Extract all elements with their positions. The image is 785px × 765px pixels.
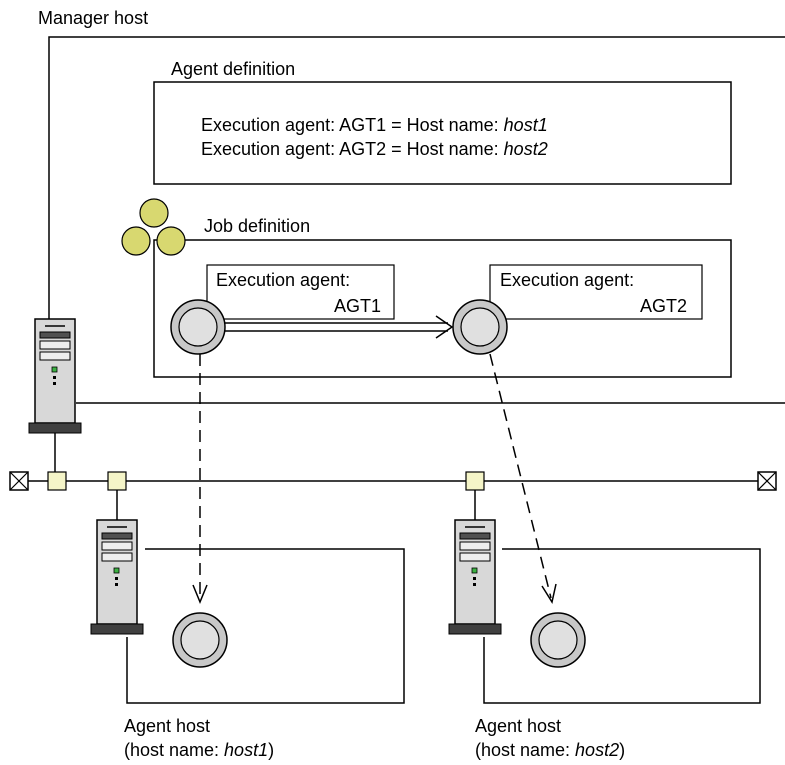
agent-host1-region: [126, 548, 405, 704]
job1-agent: AGT1: [334, 296, 382, 316]
agent-host1-label: Agent host: [124, 716, 211, 736]
job2-icon: [452, 299, 508, 355]
terminator-left-icon: [9, 471, 29, 491]
dispatch-arrow-2: [489, 353, 557, 604]
manager-server-icon: [28, 318, 82, 434]
job1-label: Execution agent:: [216, 270, 351, 290]
jobnet-icon: [121, 198, 186, 256]
agent-host2-region: [483, 548, 761, 704]
job-flow-arrow: [225, 315, 454, 339]
agent-definition-line-1: Execution agent: AGT1 = Host name: host1: [201, 115, 548, 135]
hub-agent1: [107, 471, 127, 491]
agent-definition-box: [153, 81, 732, 185]
hub-manager: [47, 471, 67, 491]
agent-host2-server-icon: [448, 519, 502, 635]
job-definition-title: Job definition: [204, 216, 311, 236]
job2-label-box: [489, 264, 703, 320]
job2-label: Execution agent:: [500, 270, 635, 290]
job1-icon: [170, 299, 226, 355]
job2-agent: AGT2: [640, 296, 688, 316]
dispatch-arrow-1: [192, 354, 208, 604]
agent-host1-server-icon: [90, 519, 144, 635]
hub-agent2: [465, 471, 485, 491]
agent-host2-name: (host name: host2): [475, 740, 626, 760]
terminator-right-icon: [757, 471, 777, 491]
manager-host-region: [48, 36, 785, 319]
agent-host1-job-icon: [172, 612, 228, 668]
agent-host2-job-icon: [530, 612, 586, 668]
job1-label-box: [206, 264, 395, 320]
agent-host1-name: (host name: host1): [124, 740, 275, 760]
agent-definition-title: Agent definition: [171, 59, 296, 79]
manager-host-label: Manager host: [38, 8, 149, 28]
agent-definition-line-2: Execution agent: AGT2 = Host name: host2: [201, 139, 548, 159]
agent-host2-label: Agent host: [475, 716, 562, 736]
